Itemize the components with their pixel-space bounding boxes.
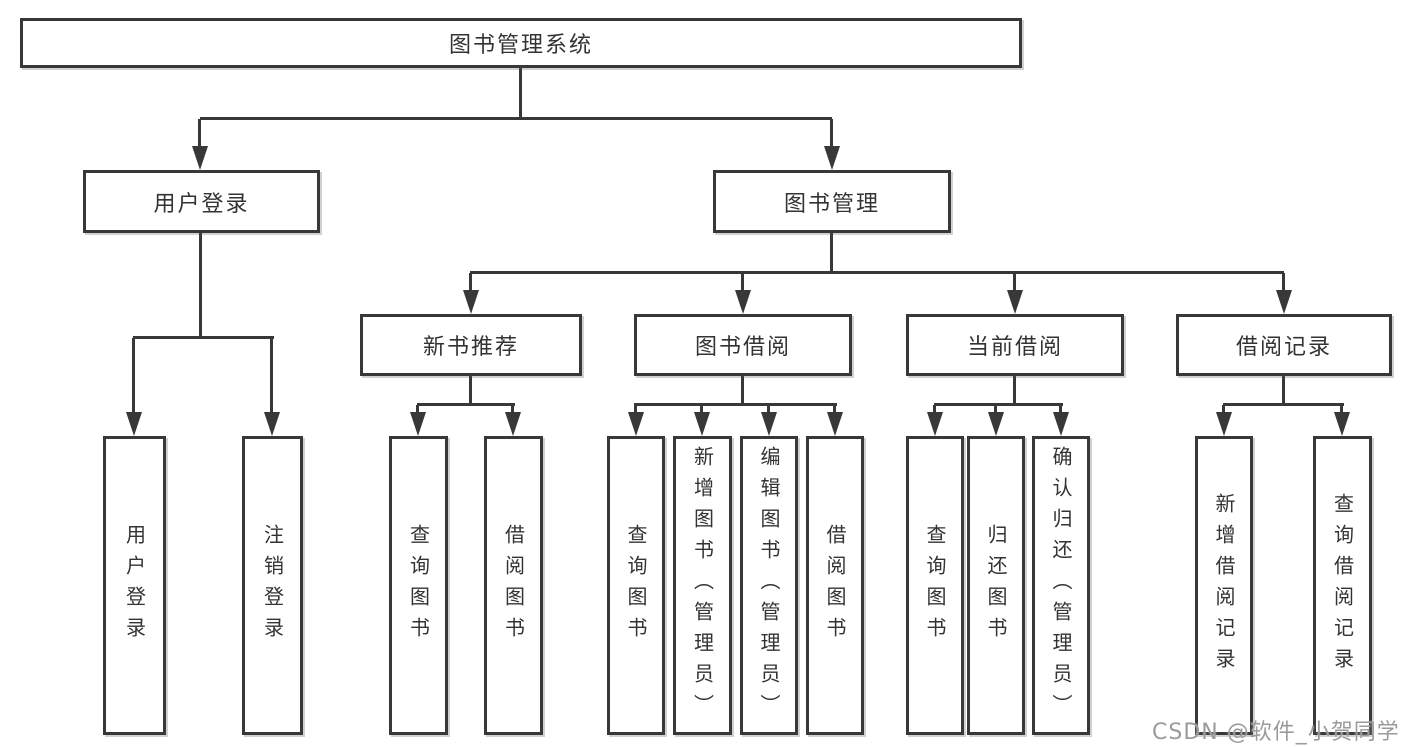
arrow-to-leaf-query-books-cb [927, 405, 943, 436]
connector-book-borrow-stem [741, 376, 744, 405]
leaf-add-borrow-record: 新增借阅记录 [1195, 436, 1253, 735]
node-new-book-recommend: 新书推荐 [360, 314, 582, 376]
node-borrowing-records: 借阅记录 [1176, 314, 1392, 376]
leaf-borrow-books-bb: 借阅图书 [806, 436, 864, 735]
leaf-add-borrow-record-label: 新增借阅记录 [1212, 492, 1236, 679]
leaf-query-books-nb: 查询图书 [389, 436, 448, 735]
connector-root-stem [519, 68, 522, 118]
connector-user-login-branch [133, 336, 274, 339]
node-user-login: 用户登录 [83, 170, 320, 233]
node-book-management-label: 图书管理 [783, 191, 880, 217]
node-borrowing-records-label: 借阅记录 [1235, 335, 1332, 360]
connector-new-book-branch [417, 403, 515, 406]
leaf-edit-books-admin: 编辑图书（管理员） [740, 436, 798, 735]
arrow-to-leaf-add-books-admin [694, 405, 710, 436]
connector-borrow-records-stem [1282, 376, 1285, 405]
leaf-query-books-bb-label: 查询图书 [624, 523, 648, 648]
node-book-borrowing-label: 图书借阅 [694, 335, 791, 360]
arrow-to-leaf-borrow-books-nb [505, 405, 521, 436]
node-current-borrowing-label: 当前借阅 [966, 335, 1063, 360]
arrow-to-current-borrow [1007, 273, 1023, 314]
node-new-book-recommend-label: 新书推荐 [422, 335, 519, 360]
connector-borrow-records-branch [1223, 403, 1344, 406]
connector-book-borrow-branch [634, 403, 837, 406]
connector-new-book-stem [469, 376, 472, 405]
connector-current-borrow-branch [934, 403, 1063, 406]
watermark-text: CSDN @软件_小贺同学 [1152, 720, 1400, 745]
connector-book-management-stem [830, 233, 833, 273]
arrow-to-book-borrow [735, 273, 751, 314]
leaf-add-books-admin-label: 新增图书（管理员） [690, 446, 715, 725]
arrow-to-user-login [192, 119, 208, 170]
arrow-to-leaf-return-books [988, 405, 1004, 436]
node-user-login-label: 用户登录 [153, 191, 250, 217]
connector-current-borrow-stem [1013, 376, 1016, 405]
connector-root-branch [200, 117, 832, 120]
leaf-user-login-label: 用户登录 [122, 523, 147, 648]
leaf-borrow-books-nb-label: 借阅图书 [501, 523, 526, 648]
arrow-to-leaf-query-books-bb [628, 405, 644, 436]
leaf-query-borrow-record: 查询借阅记录 [1313, 436, 1372, 735]
arrow-to-borrow-records [1276, 273, 1292, 314]
leaf-query-books-nb-label: 查询图书 [406, 523, 431, 648]
arrow-to-leaf-query-books-nb [410, 405, 426, 436]
node-library-system-label: 图书管理系统 [448, 33, 593, 58]
node-library-system: 图书管理系统 [20, 18, 1022, 68]
leaf-query-books-cb-label: 查询图书 [923, 523, 947, 648]
arrow-to-leaf-confirm-return [1053, 405, 1069, 436]
leaf-logout: 注销登录 [242, 436, 303, 735]
leaf-confirm-return-admin-label: 确认归还（管理员） [1049, 446, 1073, 725]
leaf-query-books-bb: 查询图书 [607, 436, 665, 735]
leaf-edit-books-admin-label: 编辑图书（管理员） [757, 446, 781, 725]
connector-user-login-stem [199, 233, 202, 338]
leaf-add-books-admin: 新增图书（管理员） [673, 436, 732, 735]
leaf-borrow-books-nb: 借阅图书 [484, 436, 543, 735]
node-book-borrowing: 图书借阅 [634, 314, 852, 376]
leaf-confirm-return-admin: 确认归还（管理员） [1032, 436, 1090, 735]
leaf-user-login: 用户登录 [103, 436, 166, 735]
node-book-management: 图书管理 [713, 170, 951, 233]
connector-book-management-branch [470, 271, 1284, 274]
arrow-to-leaf-logout [264, 338, 280, 436]
arrow-to-book-management [824, 119, 840, 170]
arrow-to-new-book [463, 273, 479, 314]
arrow-to-leaf-edit-books-admin [761, 405, 777, 436]
arrow-to-leaf-user-login [126, 338, 142, 436]
arrow-to-leaf-query-borrow-record [1334, 405, 1350, 436]
arrow-to-leaf-borrow-books-bb [827, 405, 843, 436]
leaf-logout-label: 注销登录 [260, 523, 285, 648]
leaf-return-books-label: 归还图书 [984, 523, 1008, 648]
leaf-return-books: 归还图书 [967, 436, 1025, 735]
leaf-query-borrow-record-label: 查询借阅记录 [1330, 492, 1355, 679]
leaf-borrow-books-bb-label: 借阅图书 [823, 523, 847, 648]
leaf-query-books-cb: 查询图书 [906, 436, 964, 735]
node-current-borrowing: 当前借阅 [906, 314, 1124, 376]
arrow-to-leaf-add-borrow-record [1216, 405, 1232, 436]
